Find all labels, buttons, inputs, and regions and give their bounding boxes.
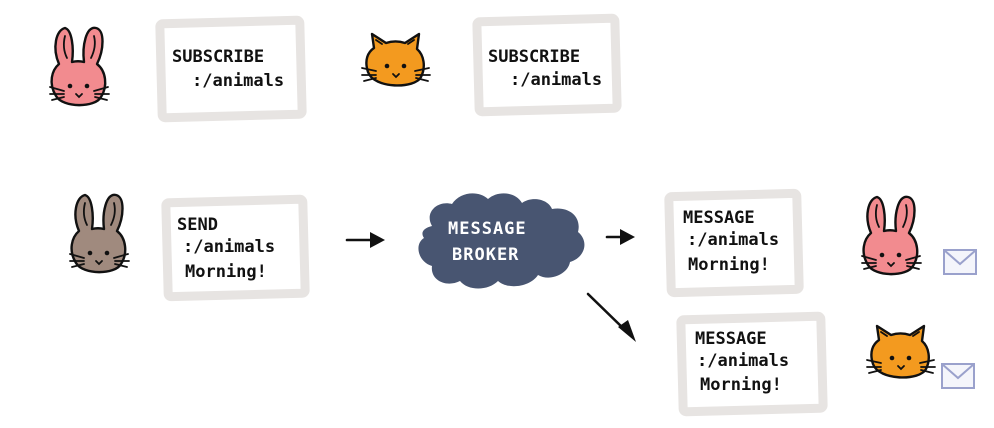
message-broker-cloud: MESSAGE BROKER [418, 193, 585, 289]
card-action: SUBSCRIBE [172, 47, 264, 67]
card-action: MESSAGE [683, 208, 755, 228]
subscribe-card-rabbit: SUBSCRIBE :/animals [155, 15, 307, 123]
card-action: SEND [177, 215, 218, 235]
card-topic: :/animals [192, 71, 284, 91]
arrow-to-delivery-2 [586, 292, 636, 342]
pink-rabbit-icon [48, 26, 111, 107]
card-body: Morning! [688, 255, 770, 275]
subscribe-card-cat: SUBSCRIBE :/animals [472, 13, 622, 117]
card-topic: :/animals [687, 230, 779, 250]
subscriber-orange-cat [360, 32, 432, 87]
card-frame [472, 13, 622, 117]
card-action: SUBSCRIBE [488, 47, 580, 67]
broker-label-line1: MESSAGE [448, 219, 527, 239]
card-frame [155, 15, 307, 123]
broker-label-line2: BROKER [452, 245, 519, 265]
card-frame [664, 188, 804, 298]
subscriber-pink-rabbit [48, 26, 111, 107]
card-frame [161, 194, 310, 302]
recipient-orange-cat [865, 324, 975, 389]
card-body: Morning! [185, 262, 267, 282]
recipient-pink-rabbit [860, 195, 977, 276]
delivery-card-cat: MESSAGE :/animals Morning! [676, 311, 828, 417]
card-topic: :/animals [697, 351, 789, 371]
cloud-shape [418, 193, 585, 289]
pink-rabbit-icon [860, 195, 923, 276]
envelope-icon [943, 249, 977, 275]
delivery-card-rabbit: MESSAGE :/animals Morning! [664, 188, 804, 298]
envelope-icon [941, 363, 975, 389]
orange-cat-icon [865, 324, 937, 379]
card-topic: :/animals [183, 237, 275, 257]
card-action: MESSAGE [695, 329, 767, 349]
arrow-to-delivery-1 [605, 229, 635, 245]
card-topic: :/animals [510, 70, 602, 90]
card-body: Morning! [700, 375, 782, 395]
brown-rabbit-icon [68, 193, 131, 274]
card-frame [676, 311, 828, 417]
orange-cat-icon [360, 32, 432, 87]
send-card: SEND :/animals Morning! [161, 194, 310, 302]
arrow-to-broker [345, 232, 385, 248]
publisher-brown-rabbit [68, 193, 131, 274]
